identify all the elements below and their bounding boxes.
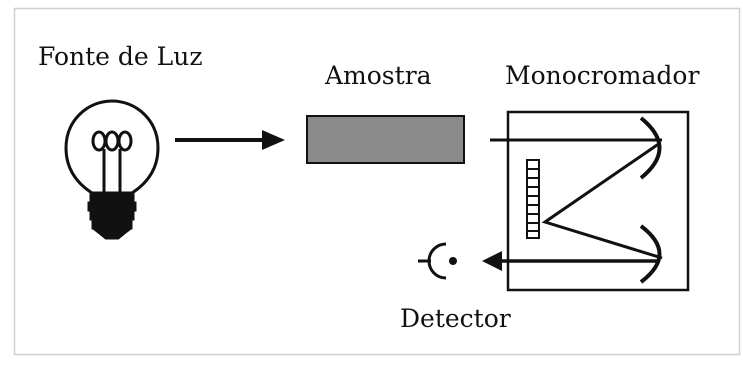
monochromator-box (506, 110, 690, 292)
internal-beam (541, 141, 663, 260)
sample-cuvette (306, 115, 465, 164)
monochromator-label: Monocromador (505, 61, 700, 90)
arrow-left-icon (482, 251, 660, 271)
detector-label: Detector (400, 304, 511, 333)
arrow-right-icon (175, 130, 285, 150)
detector-icon (418, 242, 457, 280)
concave-mirror-icon (639, 224, 662, 284)
sample-label: Amostra (325, 61, 432, 90)
diffraction-grating-icon (526, 159, 540, 239)
concave-mirror-icon (639, 116, 662, 180)
diagram-border (13, 7, 741, 356)
light-source-label: Fonte de Luz (38, 42, 203, 71)
lightbulb-icon (64, 99, 160, 240)
